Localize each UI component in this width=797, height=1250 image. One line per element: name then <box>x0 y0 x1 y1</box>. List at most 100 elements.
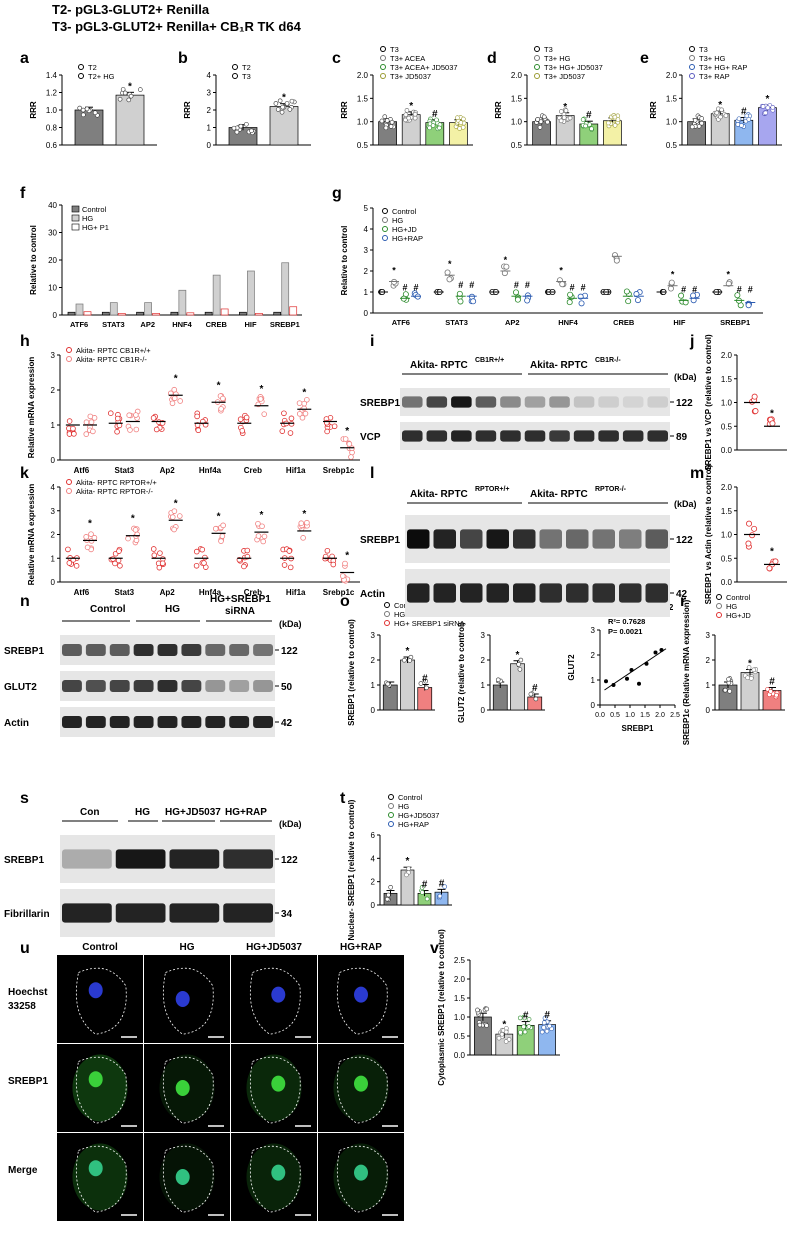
chart-o-bar <box>400 659 415 711</box>
chart-k-significance-marker: * <box>174 498 178 509</box>
chart-a-data-point <box>128 93 134 99</box>
chart-v-y-tick-label: 1.5 <box>454 994 466 1003</box>
chart-h-legend-marker <box>66 356 72 362</box>
blot-i-band <box>426 430 448 442</box>
chart-f-bar <box>101 311 110 316</box>
blot-l-kda-label: 42 <box>676 589 688 600</box>
panel-letter-n: n <box>20 593 30 610</box>
chart-a-y-tick-label: 1.4 <box>46 71 58 80</box>
chart-c-y-tick-label: 1.0 <box>357 118 369 127</box>
chart-k-data-point <box>218 538 224 544</box>
chart-h-data-point <box>126 412 132 419</box>
chart-h-data-point <box>288 421 295 427</box>
micrograph-column-label: HG+JD5037 <box>246 942 302 953</box>
blot-i-row-label: SREBP1 <box>360 398 400 409</box>
chart-o-y-tick-label: 3 <box>371 631 376 640</box>
chart-d-data-point <box>583 123 588 129</box>
micrograph-nucleus <box>271 986 286 1003</box>
chart-r-data-point <box>727 688 732 694</box>
chart-k-data-point <box>73 563 80 569</box>
chart-d-data-point <box>606 120 611 126</box>
chart-p-data-point <box>518 657 524 663</box>
chart-r-legend-marker <box>716 603 722 609</box>
chart-d-y-label: RRR <box>494 101 503 119</box>
chart-d-y-tick-label: 2.0 <box>511 71 523 80</box>
panel-letter-g: g <box>332 185 342 202</box>
chart-o-y-tick-label: 0 <box>371 706 376 715</box>
chart-d-data-point <box>589 126 594 131</box>
chart-o-bar <box>417 687 433 711</box>
blot-n-row-label: SREBP1 <box>4 646 44 657</box>
chart-r-legend-label: HG+JD <box>726 611 751 620</box>
blot-i-row-label: VCP <box>360 432 381 443</box>
chart-h-data-point <box>287 430 294 436</box>
blot-l-group-superscript: RPTOR-/- <box>595 486 627 493</box>
blot-n-band <box>109 680 130 692</box>
chart-b-y-tick-label: 3 <box>207 89 212 98</box>
chart-k-data-point <box>342 560 348 567</box>
chart-g-significance-marker: * <box>392 266 396 276</box>
chart-g-data-point <box>623 288 630 295</box>
chart-g-data-point <box>524 297 531 304</box>
chart-f-x-tick-label: AP2 <box>140 320 155 329</box>
chart-p-y-tick-label: 0 <box>481 706 486 715</box>
chart-v-data-point <box>541 1025 547 1030</box>
chart-p-data-point <box>495 677 501 683</box>
chart-h-data-point <box>169 400 176 407</box>
chart-a-data-point <box>126 97 132 103</box>
blot-s-band <box>223 849 273 869</box>
blot-i-band <box>475 430 497 442</box>
chart-h-data-point <box>279 428 286 434</box>
chart-k-data-point <box>156 564 163 571</box>
chart-f-x-tick-label: HNF4 <box>172 320 192 329</box>
chart-k-significance-marker: * <box>131 514 135 525</box>
chart-g-data-point <box>613 257 620 264</box>
chart-f-bar <box>75 303 84 316</box>
chart-h-data-point <box>171 386 178 393</box>
blot-n-row-label: Actin <box>4 718 29 729</box>
chart-h-x-tick-label: Stat3 <box>115 466 135 475</box>
blot-n-band <box>229 644 250 656</box>
blot-s-row-label: Fibrillarin <box>4 909 50 920</box>
micrograph-row-label: Merge <box>8 1165 38 1176</box>
chart-c-y-tick-label: 2.0 <box>357 71 369 80</box>
blot-n-band <box>109 644 130 656</box>
chart-r-significance-marker: * <box>748 659 752 670</box>
chart-m-y-tick-label: 1.0 <box>721 531 733 540</box>
micrograph-tile <box>57 1133 143 1221</box>
chart-c-data-point <box>389 119 395 125</box>
blot-l-group-label: Akita- RPTC <box>530 489 588 500</box>
blot-i-kda-header: (kDa) <box>674 372 697 382</box>
chart-k-data-point <box>169 514 176 520</box>
chart-g-y-label: Relative to control <box>340 226 349 296</box>
chart-b-y-tick-label: 0 <box>207 141 212 150</box>
micrograph-cell-outline <box>75 967 127 1035</box>
chart-b-data-point <box>284 101 290 106</box>
chart-k-y-tick-label: 1 <box>51 554 56 563</box>
chart-f-y-tick-label: 40 <box>48 201 57 210</box>
chart-f-bar <box>83 311 92 316</box>
chart-t-legend-label: HG+JD5037 <box>398 811 439 820</box>
chart-j-y-label: SREBP1 vs VCP (relative to control) <box>704 334 713 471</box>
chart-h-data-point <box>281 410 287 417</box>
chart-m-data-point <box>751 525 758 532</box>
chart-t-data-point <box>437 893 443 899</box>
blot-l-band <box>645 583 668 603</box>
chart-k-x-tick-label: Hnf4a <box>199 588 222 597</box>
chart-j-y-tick-label: 1.0 <box>721 399 733 408</box>
chart-h-data-point <box>195 427 202 434</box>
micrograph-cell-outline <box>75 1145 127 1213</box>
chart-e-significance-marker: # <box>741 106 747 117</box>
chart-h-data-point <box>194 413 200 420</box>
chart-v-data-point <box>517 1015 523 1021</box>
chart-b-data-point <box>234 129 240 135</box>
chart-v-bar <box>474 1016 492 1056</box>
chart-d-legend-marker <box>534 55 540 61</box>
chart-k-data-point <box>202 554 208 561</box>
chart-f-bar <box>204 311 213 316</box>
figure-header-line1: T2- pGL3-GLUT2+ Renilla <box>52 2 210 17</box>
chart-k-data-point <box>159 560 166 567</box>
chart-b-data-point <box>289 98 295 104</box>
blot-i-band <box>524 430 546 442</box>
chart-f-bar <box>273 311 282 316</box>
